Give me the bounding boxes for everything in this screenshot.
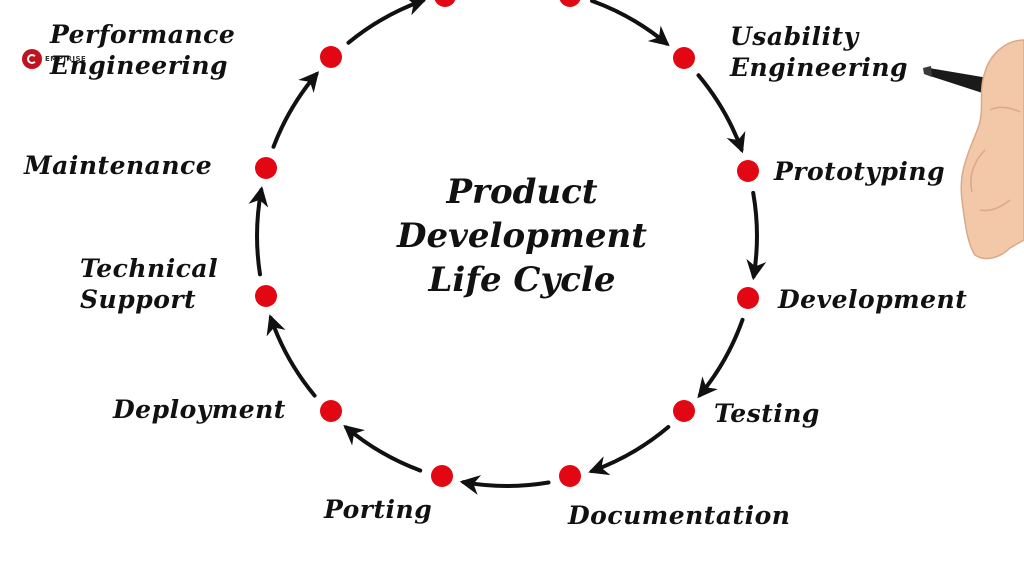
- cycle-arrows: [248, 0, 767, 495]
- stage-node-dot: [431, 465, 453, 487]
- cycle-arrow: [266, 314, 317, 398]
- stage-node-dot: [559, 465, 581, 487]
- cycle-arrow: [697, 317, 745, 399]
- stage-node-dot: [255, 157, 277, 179]
- stage-node-dot: [559, 0, 581, 7]
- cycle-arrow: [696, 73, 746, 154]
- stage-node-dot: [255, 285, 277, 307]
- cycle-arrow: [343, 424, 423, 473]
- stage-label-deployment: Deployment: [113, 395, 286, 424]
- stage-label-testing: Testing: [714, 399, 820, 428]
- stage-node-dot: [320, 46, 342, 68]
- stage-node-dot: [320, 400, 342, 422]
- stage-node-dot: [673, 400, 695, 422]
- title-line-2: Development: [397, 216, 647, 256]
- cycle-arrow: [590, 0, 670, 47]
- stage-node-dot: [737, 287, 759, 309]
- cycle-nodes: [255, 0, 759, 487]
- title-line-3: Life Cycle: [428, 260, 616, 300]
- cycle-arrow: [459, 475, 551, 495]
- cycle-arrow: [588, 425, 671, 476]
- stage-node-dot: [737, 160, 759, 182]
- empirise-logo: EMPIRISE: [22, 48, 86, 70]
- stage-node-dot: [673, 47, 695, 69]
- stage-node-dot: [434, 0, 456, 7]
- stage-label-prototyping: Prototyping: [774, 157, 946, 186]
- title-line-1: Product: [446, 172, 598, 212]
- cycle-arrow: [248, 186, 269, 277]
- logo-mark-icon: [22, 49, 42, 69]
- stage-label-documentation: Documentation: [568, 501, 791, 530]
- stage-label-development: Development: [778, 285, 968, 314]
- stage-label-maintenance: Maintenance: [24, 151, 213, 180]
- cycle-arrow: [746, 190, 767, 281]
- diagram-title: Product Development Life Cycle: [362, 170, 682, 302]
- logo-text: EMPIRISE: [45, 55, 87, 63]
- cycle-arrow: [346, 0, 427, 45]
- cycle-arrow: [271, 71, 319, 149]
- hand: [960, 39, 1024, 260]
- stage-label-porting: Porting: [324, 495, 433, 524]
